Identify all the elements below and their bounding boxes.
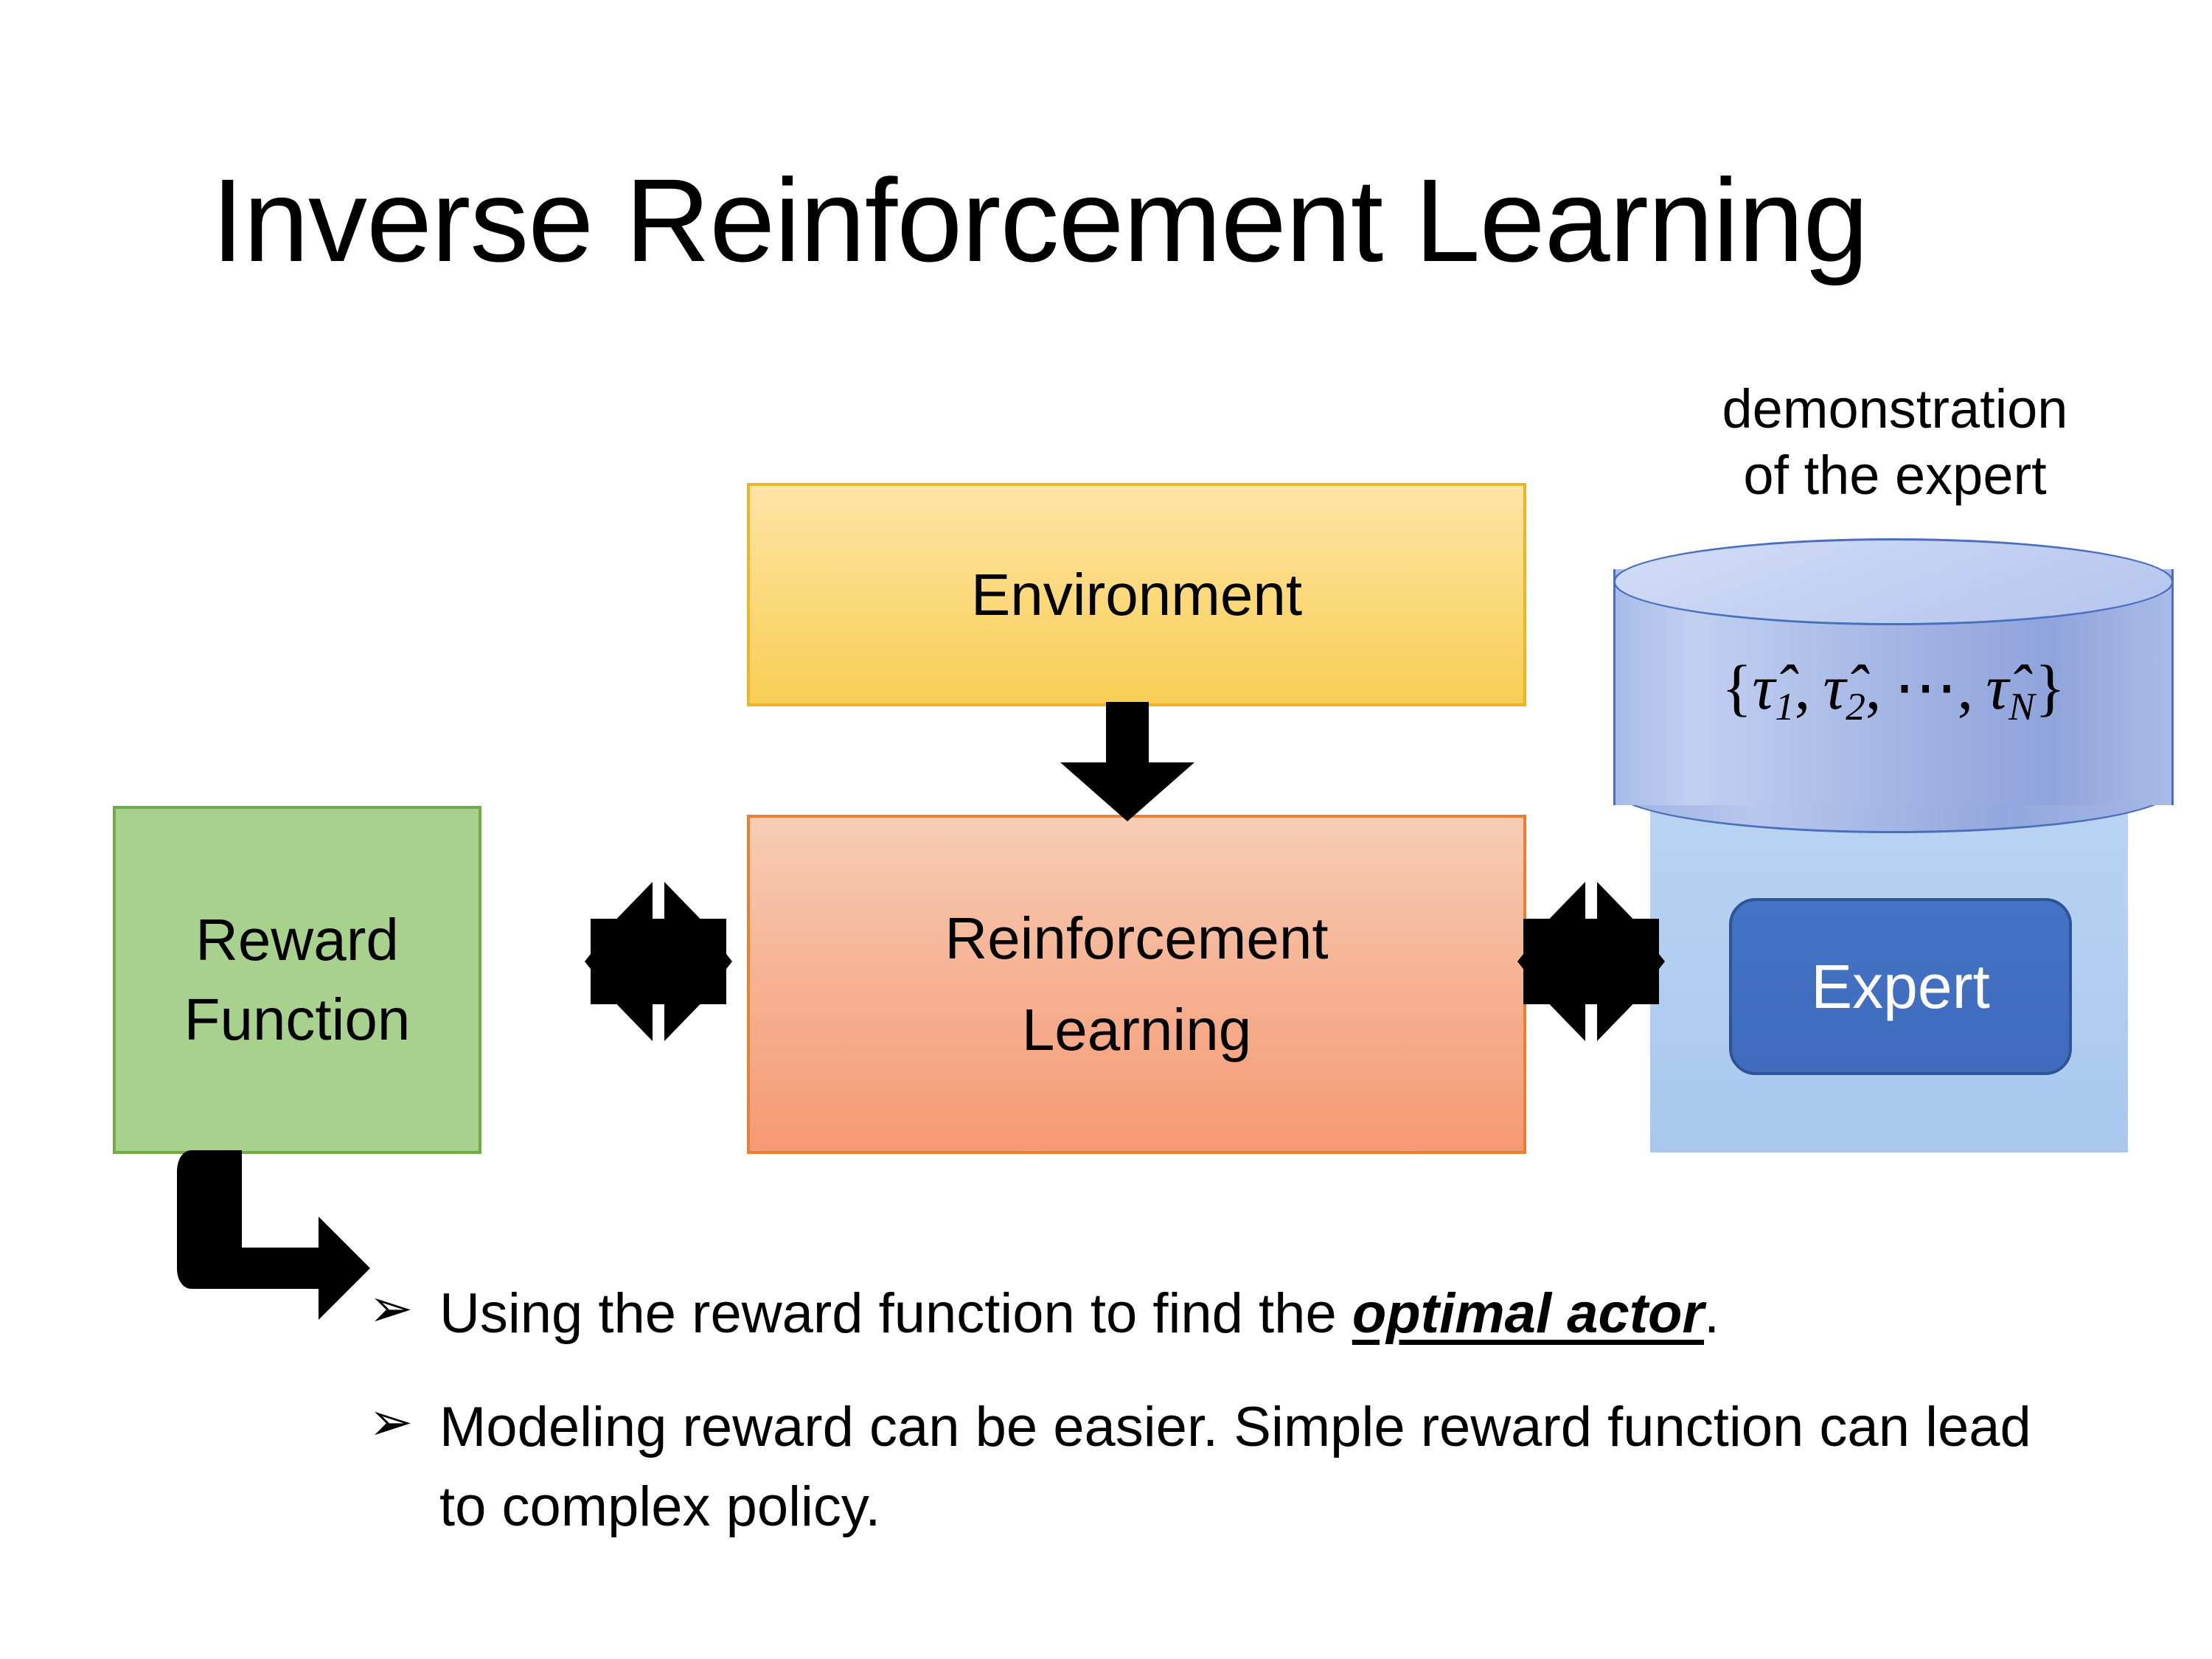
down-arrow-icon <box>1060 702 1194 821</box>
rl-node-label-line1: Reinforcement <box>945 905 1329 971</box>
demonstration-caption: demonstration of the expert <box>1622 376 2168 509</box>
reward-node-label-line2: Function <box>184 987 411 1052</box>
elbow-arrow-icon <box>177 1150 370 1320</box>
formula-tau-2: τ̂2 <box>1823 652 1865 728</box>
formula-tau-n: τ̂N <box>1986 652 2035 728</box>
trajectory-set-formula: {τ̂1, τ̂2, ⋯, τ̂N} <box>1613 650 2174 728</box>
formula-comma-1: , <box>1794 652 1823 723</box>
demonstration-caption-line1: demonstration <box>1722 378 2068 439</box>
formula-open-brace: { <box>1722 652 1753 723</box>
reward-node-label-line1: Reward <box>195 907 399 973</box>
formula-ellipsis: ⋯ <box>1893 652 1958 723</box>
formula-close-brace: } <box>2034 652 2065 723</box>
demonstration-cylinder: {τ̂1, τ̂2, ⋯, τ̂N} <box>1613 538 2174 833</box>
list-item: ➢ Modeling reward can be easier. Simple … <box>369 1388 2065 1547</box>
environment-node[interactable]: Environment <box>747 483 1526 706</box>
bullet-marker-icon: ➢ <box>369 1279 414 1338</box>
formula-comma-2: , <box>1865 652 1894 723</box>
bullet-1-emphasis: optimal actor <box>1352 1282 1705 1345</box>
reinforcement-learning-node[interactable]: Reinforcement Learning <box>747 815 1526 1154</box>
cylinder-top-ellipse <box>1613 538 2174 625</box>
bullet-marker-icon: ➢ <box>369 1392 414 1452</box>
expert-node-label: Expert <box>1811 951 1990 1021</box>
bullet-1-suffix: . <box>1704 1282 1720 1345</box>
bullet-2-text: Modeling reward can be easier. Simple re… <box>439 1395 2031 1538</box>
environment-node-label: Environment <box>970 561 1303 627</box>
list-item: ➢ Using the reward function to find the … <box>369 1274 2065 1354</box>
rl-node-label-line2: Learning <box>1021 997 1252 1062</box>
formula-tau-1: τ̂1 <box>1752 652 1795 728</box>
bullet-list: ➢ Using the reward function to find the … <box>369 1274 2065 1581</box>
quad-arrow-icon-left <box>585 882 732 1041</box>
reward-function-node[interactable]: Reward Function <box>113 806 481 1154</box>
page-title: Inverse Reinforcement Learning <box>211 154 1869 286</box>
quad-arrow-icon-right <box>1517 882 1665 1041</box>
formula-comma-3: , <box>1957 652 1986 723</box>
demonstration-caption-line2: of the expert <box>1743 445 2047 507</box>
bullet-1-prefix: Using the reward function to find the <box>439 1282 1352 1345</box>
expert-node[interactable]: Expert <box>1729 898 2072 1075</box>
